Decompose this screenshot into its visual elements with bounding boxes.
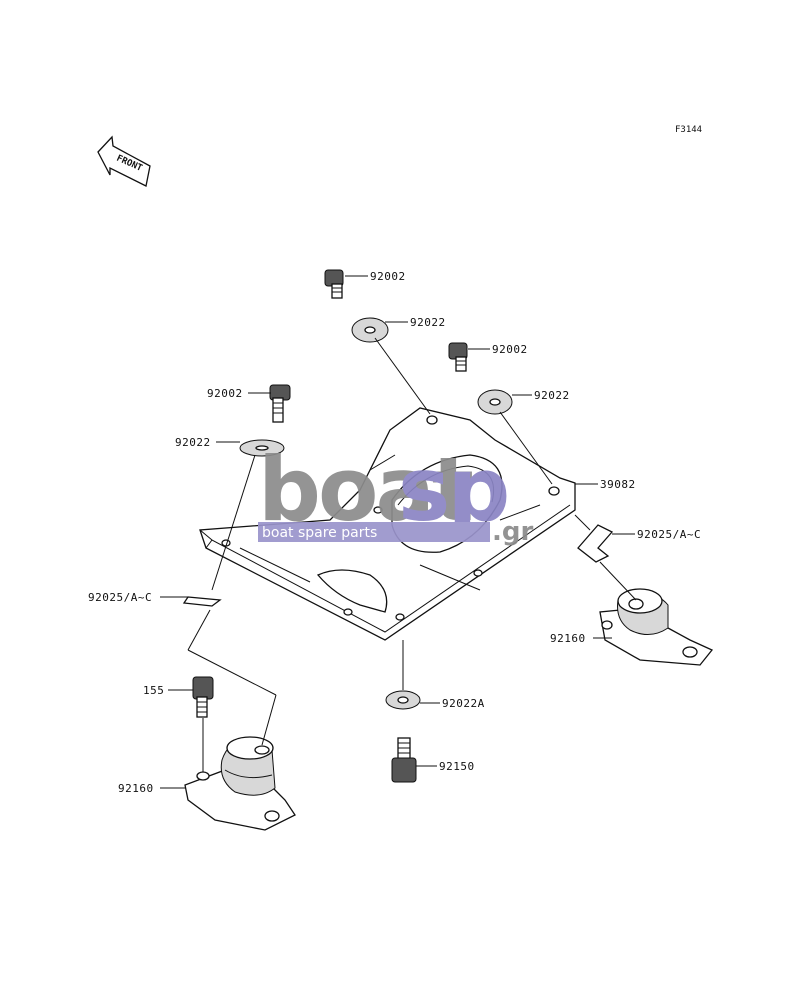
callout-92022-top: 92022 — [410, 316, 446, 329]
callout-92022A: 92022A — [442, 697, 485, 710]
engine-mount-92160-left — [184, 736, 296, 831]
bolt-92002-left — [269, 384, 291, 423]
callout-92150: 92150 — [439, 760, 475, 773]
shim-92025-right — [577, 524, 614, 563]
engine-mount-92160-right — [599, 588, 714, 666]
callout-92002-left: 92002 — [207, 387, 243, 400]
callout-92160-left: 92160 — [118, 782, 154, 795]
stud-155 — [192, 676, 214, 718]
callout-155: 155 — [143, 684, 164, 697]
bolt-92150 — [391, 737, 417, 783]
washer-92022-right — [477, 389, 513, 415]
callout-39082: 39082 — [600, 478, 636, 491]
callout-92025-left: 92025/A~C — [88, 591, 152, 604]
callout-92025-right: 92025/A~C — [637, 528, 701, 541]
figure-code: F3144 — [675, 125, 702, 135]
watermark-logo: boat sp boat spare parts .gr — [258, 438, 533, 547]
shim-92025-left — [182, 596, 222, 607]
washer-92022-top — [351, 317, 389, 343]
watermark-band — [258, 522, 490, 542]
washer-92022-left — [239, 439, 285, 457]
leader-lines — [160, 275, 637, 789]
callout-92022-right: 92022 — [534, 389, 570, 402]
watermark-suffix: .gr — [492, 517, 533, 547]
callout-92160-right: 92160 — [550, 632, 586, 645]
bolt-92002-right — [448, 342, 468, 372]
bolt-92002-top — [324, 269, 344, 299]
callout-92002-right: 92002 — [492, 343, 528, 356]
callout-92002-top: 92002 — [370, 270, 406, 283]
watermark-tagline: boat spare parts — [262, 525, 377, 541]
washer-92022A — [385, 690, 421, 710]
front-arrow-icon: FRONT — [97, 135, 151, 187]
callout-92022-left: 92022 — [175, 436, 211, 449]
